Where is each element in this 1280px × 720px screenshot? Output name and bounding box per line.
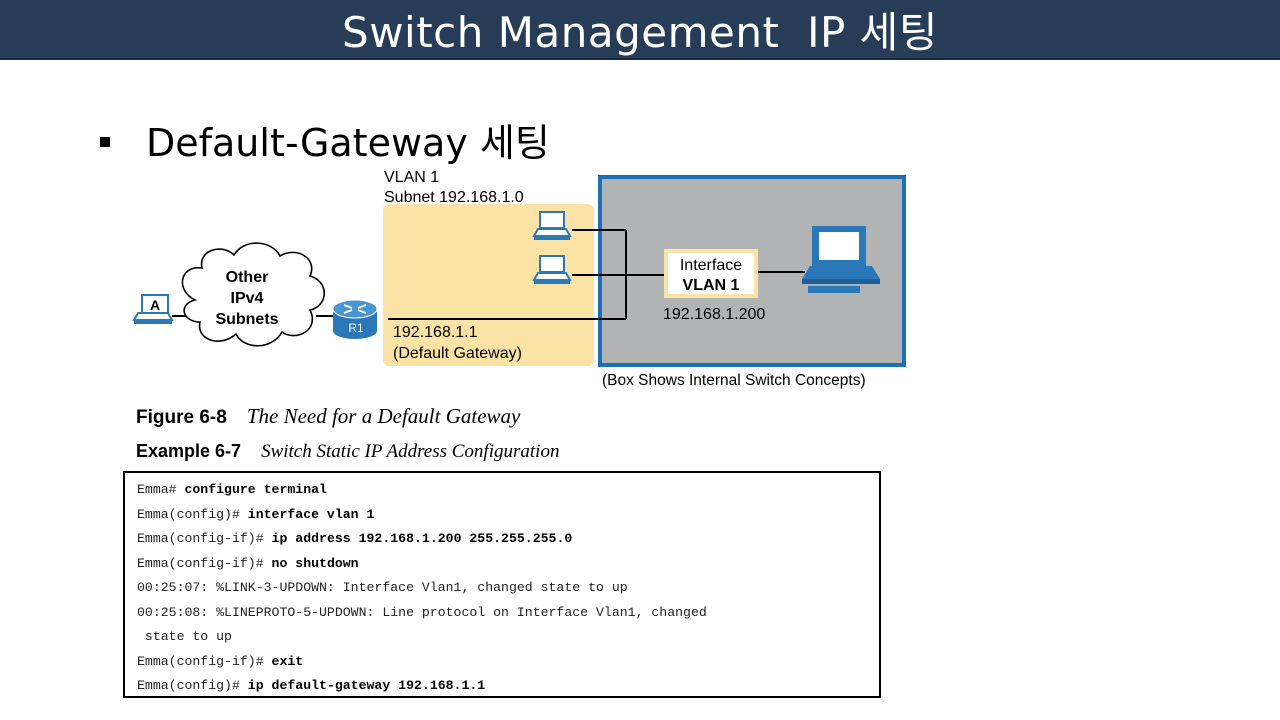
interface-vlan-box (664, 249, 758, 298)
router-icon (332, 299, 378, 339)
example-title: Switch Static IP Address Configuration (261, 441, 560, 462)
code-line: 00:25:07: %LINK-3-UPDOWN: Interface Vlan… (137, 580, 628, 595)
gateway-ip: 192.168.1.1 (393, 324, 478, 341)
pc-a-icon (132, 294, 174, 324)
switch-box-note: (Box Shows Internal Switch Concepts) (602, 372, 866, 389)
code-line: Emma(config)# interface vlan 1 (137, 506, 375, 522)
subnet-label: Subnet 192.168.1.0 (384, 189, 524, 206)
figure-title: The Need for a Default Gateway (246, 404, 521, 428)
cloud-line2: IPv4 (231, 290, 264, 307)
interface-line1: Interface (680, 257, 742, 274)
figure-caption: Figure 6-8 The Need for a Default Gatewa… (136, 404, 520, 429)
cloud-icon (181, 242, 326, 347)
code-line: Emma# configure terminal (137, 482, 327, 497)
bullet-square-icon (100, 136, 110, 147)
interface-line2: VLAN 1 (683, 277, 740, 294)
cloud-line1: Other (226, 269, 269, 286)
code-line: Emma(config)# ip default-gateway 192.168… (137, 678, 486, 693)
host-pc-1-icon (532, 211, 572, 240)
connection-lines (172, 229, 805, 320)
code-line: 00:25:08: %LINEPROTO-5-UPDOWN: Line prot… (137, 604, 707, 620)
gateway-note: (Default Gateway) (393, 345, 522, 362)
bullet-text: Default-Gateway 세팅 (146, 121, 550, 165)
vlan-label: VLAN 1 (384, 169, 439, 186)
router-label: R1 (348, 321, 364, 335)
slide-title-bar: Switch Management IP 세팅 (0, 0, 1280, 60)
bullet-item: Default-Gateway 세팅 (100, 112, 550, 167)
code-line: state to up (137, 629, 232, 644)
cloud-line3: Subnets (215, 311, 278, 328)
vlan-area (383, 204, 594, 366)
switch-ip: 192.168.1.200 (663, 306, 765, 323)
workstation-icon (802, 226, 880, 293)
config-code-box: Emma# configure terminal Emma(config)# i… (123, 471, 881, 698)
code-line: Emma(config-if)# no shutdown (137, 555, 359, 571)
example-caption: Example 6-7 Switch Static IP Address Con… (136, 441, 559, 463)
figure-number: Figure 6-8 (136, 407, 227, 428)
code-line: Emma(config-if)# ip address 192.168.1.20… (137, 531, 573, 546)
pc-a-label: A (150, 297, 160, 313)
code-line: Emma(config-if)# exit (137, 653, 304, 669)
slide-title: Switch Management IP 세팅 (342, 7, 938, 57)
host-pc-2-icon (532, 255, 572, 284)
example-number: Example 6-7 (136, 441, 242, 461)
